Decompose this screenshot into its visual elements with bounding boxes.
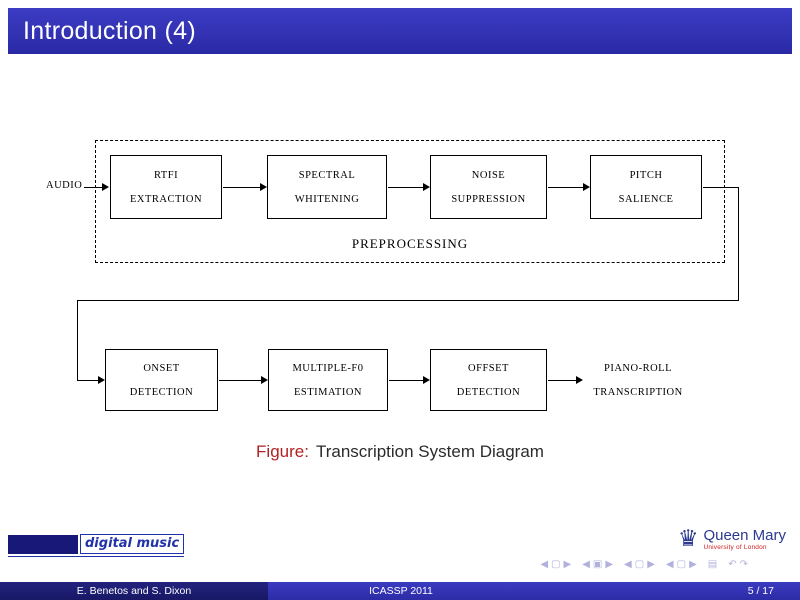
connector-line — [77, 300, 78, 381]
connector-line — [388, 187, 423, 188]
nav-section-next-icon[interactable]: ▶ — [689, 559, 697, 570]
nav-subsection-icon[interactable]: ▢ — [634, 559, 645, 570]
nav-forward-icon[interactable]: ↷ — [739, 559, 748, 570]
audio-input-label: AUDIO — [46, 180, 83, 191]
connector-line — [703, 187, 738, 188]
figure-caption-prefix: Figure: — [256, 442, 309, 461]
block-label-line: MULTIPLE-F0 — [292, 362, 364, 374]
footer-page-number: 5 / 17 — [747, 585, 774, 597]
c4dm-logo: digital music — [8, 534, 185, 557]
footer-bar: E. Benetos and S. Dixon ICASSP 2011 5 / … — [0, 582, 800, 600]
block-label-line: OFFSET — [468, 362, 509, 374]
nav-appendix-icon[interactable]: ▤ — [707, 559, 718, 570]
slide-title-bar: Introduction (4) — [8, 8, 792, 54]
c4dm-logo-mark — [8, 534, 78, 554]
connector-line — [223, 187, 260, 188]
block-label-line: ONSET — [143, 362, 180, 374]
nav-section-icon[interactable]: ▢ — [676, 559, 687, 570]
figure-caption-text: Transcription System Diagram — [315, 442, 544, 461]
c4dm-logo-text: digital music — [80, 534, 185, 554]
arrowhead — [576, 376, 583, 384]
block-offset-detection: OFFSET DETECTION — [430, 349, 547, 411]
block-label-line: DETECTION — [129, 386, 194, 398]
footer-authors-segment: E. Benetos and S. Dixon — [0, 582, 268, 600]
nav-slide-next-icon[interactable]: ▶ — [563, 559, 572, 570]
nav-subsection-prev-icon[interactable]: ◀ — [624, 559, 632, 570]
block-label-line: PITCH — [629, 169, 663, 181]
nav-frame-next-icon[interactable]: ▶ — [605, 559, 614, 570]
piano-roll-output-label: PIANO-ROLL TRANSCRIPTION — [583, 350, 693, 410]
connector-line — [219, 380, 261, 381]
nav-back-icon[interactable]: ↶ — [728, 559, 737, 570]
connector-line — [548, 187, 583, 188]
nav-slide-icon[interactable]: ▢ — [551, 559, 561, 570]
connector-line — [738, 187, 739, 301]
block-label-line: RTFI — [153, 169, 179, 181]
block-label-line: SPECTRAL — [298, 169, 356, 181]
footer-page-segment: 5 / 17 — [534, 582, 800, 600]
arrowhead — [98, 376, 105, 384]
arrowhead — [423, 376, 430, 384]
block-label-line: SUPPRESSION — [451, 193, 526, 205]
block-pitch-salience: PITCH SALIENCE — [590, 155, 702, 219]
nav-section-prev-icon[interactable]: ◀ — [665, 559, 674, 570]
qmul-logo: ♛ Queen Mary University of London — [678, 528, 786, 551]
connector-line — [389, 380, 423, 381]
nav-subsection-next-icon[interactable]: ▶ — [647, 559, 655, 570]
block-label-line: SALIENCE — [618, 193, 674, 205]
figure-caption: Figure: Transcription System Diagram — [0, 442, 800, 462]
block-multiple-f0-estimation: MULTIPLE-F0 ESTIMATION — [268, 349, 388, 411]
arrowhead — [583, 183, 590, 191]
connector-line — [548, 380, 576, 381]
block-label-line: NOISE — [471, 169, 506, 181]
nav-frame-prev-icon[interactable]: ◀ — [582, 559, 590, 570]
output-label-line: PIANO-ROLL — [604, 362, 672, 374]
output-label-line: TRANSCRIPTION — [593, 386, 683, 398]
block-label-line: ESTIMATION — [294, 386, 362, 398]
block-label-line: WHITENING — [294, 193, 360, 205]
footer-venue-segment: ICASSP 2011 — [268, 582, 534, 600]
qmul-crown-icon: ♛ — [677, 526, 699, 552]
block-noise-suppression: NOISE SUPPRESSION — [430, 155, 547, 219]
block-onset-detection: ONSET DETECTION — [105, 349, 218, 411]
arrowhead — [261, 376, 268, 384]
block-rtfi-extraction: RTFI EXTRACTION — [110, 155, 222, 219]
nav-frame-icon[interactable]: ▣ — [592, 559, 603, 570]
beamer-navigation-bar: ◀ ▢ ▶ ◀ ▣ ▶ ◀ ▢ ▶ ◀ ▢ ▶ ▤ ↶ ↷ — [540, 560, 748, 570]
arrowhead — [102, 183, 109, 191]
qmul-logo-name: Queen Mary — [703, 527, 786, 545]
nav-slide-prev-icon[interactable]: ◀ — [540, 559, 549, 570]
block-label-line: EXTRACTION — [129, 193, 203, 205]
slide-title: Introduction (4) — [23, 16, 196, 45]
connector-line — [77, 380, 98, 381]
connector-line — [77, 300, 739, 301]
qmul-logo-subtitle: University of London — [703, 543, 767, 551]
footer-venue: ICASSP 2011 — [369, 585, 433, 597]
preprocessing-label: PREPROCESSING — [351, 236, 469, 251]
connector-line — [84, 187, 102, 188]
block-label-line: DETECTION — [456, 386, 521, 398]
arrowhead — [260, 183, 267, 191]
preprocessing-group-box — [95, 140, 725, 263]
block-spectral-whitening: SPECTRAL WHITENING — [267, 155, 387, 219]
footer-authors: E. Benetos and S. Dixon — [76, 585, 192, 597]
arrowhead — [423, 183, 430, 191]
